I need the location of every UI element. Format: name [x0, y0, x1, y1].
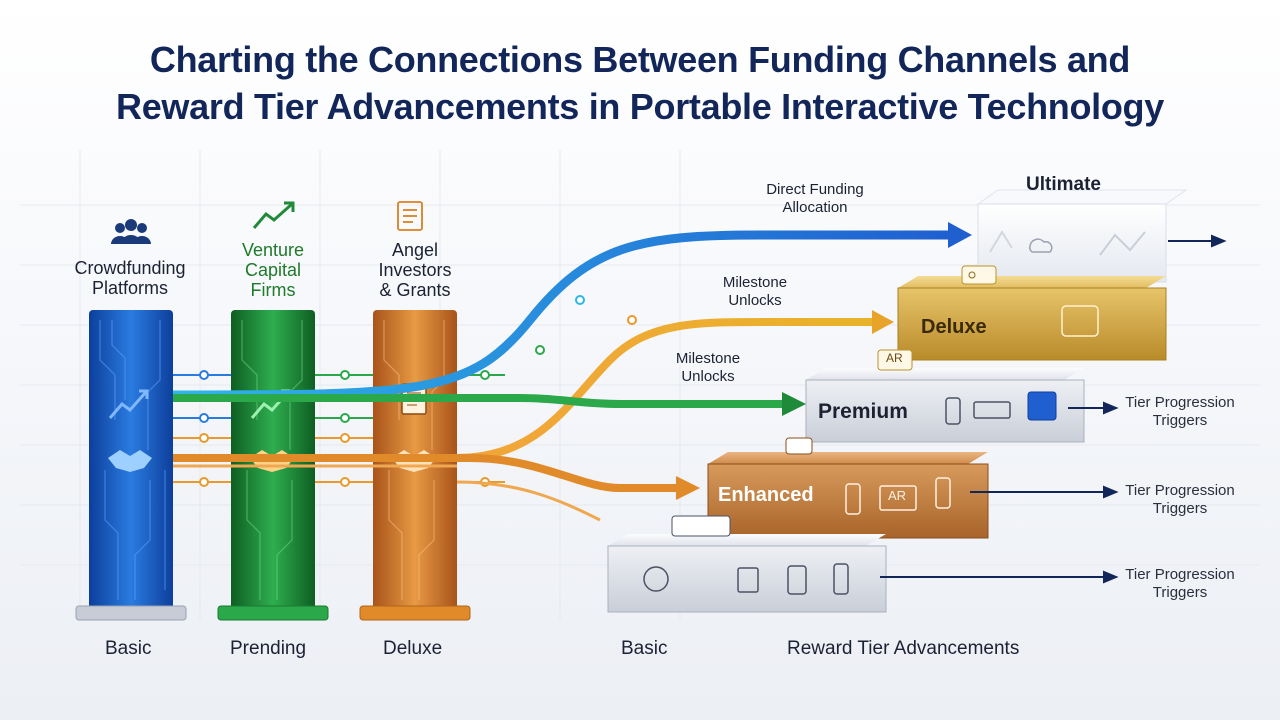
bottom-label-prending: Prending — [230, 638, 307, 659]
page-title: Charting the Connections Between Funding… — [0, 36, 1280, 130]
flow-premium — [173, 392, 806, 416]
title-line-2: Reward Tier Advancements in Portable Int… — [116, 86, 1164, 127]
channel-label-angel-investors: Angel Investors & Grants — [378, 240, 452, 300]
flow-thin-orange — [173, 464, 601, 522]
bottom-label-basic: Basic — [105, 638, 152, 659]
bottom-label-basic-tier: Basic — [621, 638, 668, 659]
badge-key — [961, 265, 997, 285]
tier-block-deluxe — [897, 276, 1167, 361]
phone-icon — [935, 477, 951, 509]
flow-label-milestone-b: Milestone Unlocks — [675, 350, 741, 385]
trigger-label: Tier Progression Triggers — [1125, 482, 1235, 517]
badge-ar — [877, 349, 913, 371]
trigger-label: Tier Progression Triggers — [1125, 394, 1235, 429]
document-icon — [397, 201, 423, 231]
channel-label-venture-capital: Venture Capital Firms — [241, 240, 305, 300]
trend-up-icon — [108, 389, 149, 419]
cloud-icon — [1029, 238, 1053, 253]
title-line-1: Charting the Connections Between Funding… — [149, 39, 1131, 80]
phone-icon — [833, 563, 849, 595]
tier-label-premium: Premium — [818, 400, 908, 423]
flow-label-milestone-a: Milestone Unlocks — [722, 274, 788, 309]
connector-nodes — [199, 295, 637, 487]
monitor-icon — [973, 401, 1011, 419]
phone-icon — [945, 397, 961, 425]
trend-up-icon — [252, 201, 295, 229]
channel-label-crowdfunding: Crowdfunding Platforms — [74, 258, 186, 298]
ar-icon-label: AR — [888, 488, 907, 503]
tier-block-ultimate — [976, 189, 1188, 283]
flow-enhanced — [173, 454, 700, 500]
phone-icon — [845, 483, 861, 515]
device-icon — [1061, 305, 1099, 337]
handshake-icon — [108, 450, 152, 472]
console-icon — [737, 567, 759, 593]
ar-badge-label: AR — [886, 351, 903, 365]
flow-direct-funding — [172, 222, 972, 400]
trigger-arrows — [880, 234, 1227, 584]
people-icon — [111, 219, 151, 244]
bottom-label-deluxe: Deluxe — [383, 638, 443, 659]
tier-label-ultimate: Ultimate — [1026, 174, 1101, 195]
flow-milestone-deluxe — [456, 310, 894, 462]
tier-block-premium — [805, 368, 1085, 443]
tier-block-enhanced — [707, 452, 989, 539]
ar-headset-icon — [879, 485, 917, 511]
tier-label-enhanced: Enhanced — [718, 484, 814, 506]
location-icon — [787, 565, 807, 595]
flow-label-direct-funding: Direct Funding Allocation — [766, 181, 864, 216]
tier-block-basic — [607, 534, 887, 613]
gear-icon — [1027, 391, 1057, 421]
game-icon — [643, 566, 669, 592]
trigger-label: Tier Progression Triggers — [1125, 566, 1235, 601]
tier-label-deluxe: Deluxe — [921, 316, 987, 338]
badge-enhanced — [671, 437, 813, 537]
bottom-label-reward-tiers: Reward Tier Advancements — [787, 638, 1020, 659]
